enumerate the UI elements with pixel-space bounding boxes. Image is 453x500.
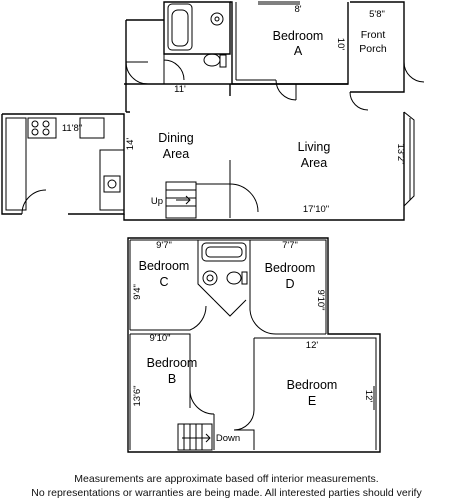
upper-level-plan: Bedroom A 8' 10' 5'8" Front Porch 11' Di… xyxy=(1,1,425,221)
lower-level-plan: 9'7" Bedroom C 9'4" 7'7" Bedroom D 9'10"… xyxy=(127,237,381,453)
bedroom-c-letter: C xyxy=(159,275,168,289)
lower-bathroom xyxy=(198,239,251,317)
floor-plan: Bedroom A 8' 10' 5'8" Front Porch 11' Di… xyxy=(1,1,425,453)
bedroom-d-width: 7'7" xyxy=(282,240,298,251)
bedroom-a-letter: A xyxy=(294,44,303,58)
bedroom-e-width: 12' xyxy=(306,340,319,351)
stairs-down-label: Down xyxy=(216,433,240,444)
bedroom-e-letter: E xyxy=(308,394,316,408)
lower-bathtub-icon xyxy=(201,242,247,262)
front-porch xyxy=(349,1,425,111)
porch-name-2: Porch xyxy=(359,43,387,55)
bedroom-d-letter: D xyxy=(285,277,294,291)
disclaimer-line-1: Measurements are approximate based off i… xyxy=(74,473,379,485)
living-width: 17'10" xyxy=(303,204,329,215)
kitchen-width: 11'8" xyxy=(62,123,82,134)
fridge-icon xyxy=(79,117,105,139)
arrow-right-icon xyxy=(176,195,191,205)
dining-name-1: Dining xyxy=(158,131,193,145)
bedroom-b-name: Bedroom xyxy=(147,356,198,370)
kitchen-sink-icon xyxy=(103,175,121,193)
bedroom-b-width: 9'10" xyxy=(149,333,170,344)
dining-depth: 14' xyxy=(125,138,136,151)
stairs-down-icon xyxy=(177,423,213,451)
bedroom-e-depth: 12' xyxy=(363,390,374,403)
dining-width: 11' xyxy=(174,84,186,95)
upper-bathroom xyxy=(163,1,231,68)
sink-icon xyxy=(210,12,224,26)
bathtub-icon xyxy=(167,3,193,51)
living-name-2: Area xyxy=(301,156,327,170)
living-name-1: Living xyxy=(298,140,331,154)
bedroom-c-depth: 9'4" xyxy=(132,284,143,300)
disclaimer-line-2: No representations or warranties are bei… xyxy=(31,487,422,499)
bedroom-d-name: Bedroom xyxy=(265,261,316,275)
bedroom-a-name: Bedroom xyxy=(273,29,324,43)
bedroom-a-width: 8' xyxy=(294,4,301,15)
toilet-icon xyxy=(203,53,221,67)
lower-toilet-icon xyxy=(226,271,242,285)
porch-width: 5'8" xyxy=(369,9,385,20)
dining-name-2: Area xyxy=(163,147,189,161)
bedroom-a-depth: 10' xyxy=(335,38,346,51)
stairs-up-icon xyxy=(165,181,197,219)
arrow-right-icon-2 xyxy=(182,433,211,443)
bedroom-d-depth: 9'10" xyxy=(315,289,326,310)
stove-icon xyxy=(27,117,57,139)
bedroom-c-width: 9'7" xyxy=(156,240,172,251)
bedroom-c-name: Bedroom xyxy=(139,259,190,273)
lower-sink-icon xyxy=(202,270,218,286)
porch-name-1: Front xyxy=(361,29,386,41)
bedroom-b-depth: 13'6" xyxy=(132,385,143,406)
bedroom-b-letter: B xyxy=(168,372,176,386)
stairs-up-label: Up xyxy=(151,196,163,207)
bedroom-a xyxy=(230,1,349,101)
dining-living-area xyxy=(123,83,415,221)
bedroom-e-name: Bedroom xyxy=(287,378,338,392)
kitchen xyxy=(1,113,125,215)
living-depth: 13'2" xyxy=(395,143,406,164)
